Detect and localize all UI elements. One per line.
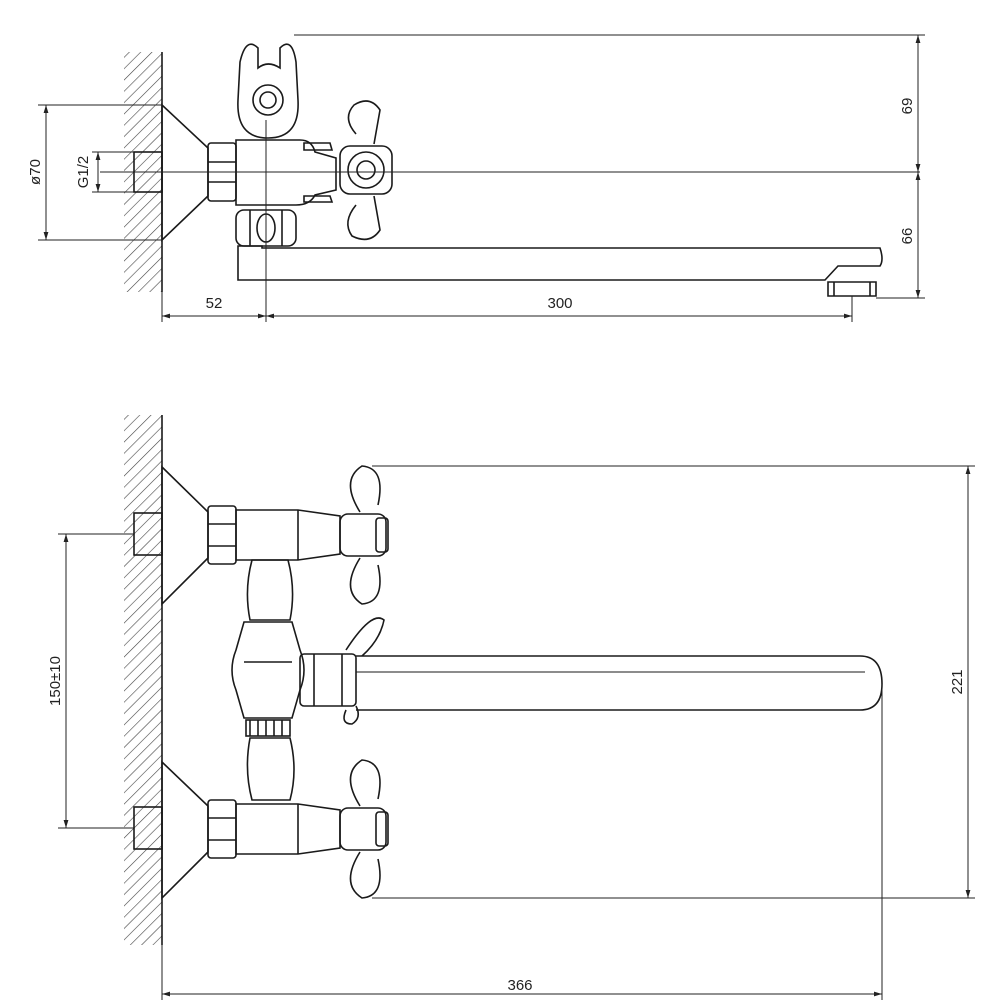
dim-label-221: 221 bbox=[949, 669, 966, 694]
dim-label-diameter: ø70 bbox=[27, 159, 44, 185]
front-spout bbox=[356, 655, 883, 711]
side-valve-body bbox=[235, 139, 337, 206]
dim-label-300: 300 bbox=[547, 295, 572, 312]
dim-label-thread: G1/2 bbox=[75, 156, 92, 189]
front-diverter bbox=[299, 617, 385, 725]
dim-label-69: 69 bbox=[899, 98, 916, 115]
side-aerator bbox=[827, 281, 877, 297]
front-wall bbox=[124, 415, 163, 945]
dim-label-66: 66 bbox=[899, 228, 916, 245]
side-cross-handle bbox=[339, 100, 393, 241]
side-dimensions bbox=[38, 34, 925, 322]
side-spout bbox=[237, 245, 883, 281]
side-fitting-bottom bbox=[303, 195, 334, 203]
front-dimensions bbox=[58, 465, 975, 1000]
front-mixer-body bbox=[231, 559, 305, 801]
dim-label-366: 366 bbox=[507, 977, 532, 994]
front-handle-top bbox=[339, 465, 389, 605]
side-shower-holder bbox=[237, 43, 299, 139]
side-fitting-top bbox=[303, 142, 334, 151]
front-handle-bottom bbox=[339, 759, 389, 899]
side-view bbox=[124, 43, 883, 297]
front-inlet-top bbox=[133, 465, 341, 606]
front-inlet-bottom bbox=[133, 760, 341, 900]
dim-label-inlet-spacing: 150±10 bbox=[47, 656, 64, 706]
dim-label-52: 52 bbox=[206, 295, 223, 312]
front-view bbox=[124, 415, 883, 945]
